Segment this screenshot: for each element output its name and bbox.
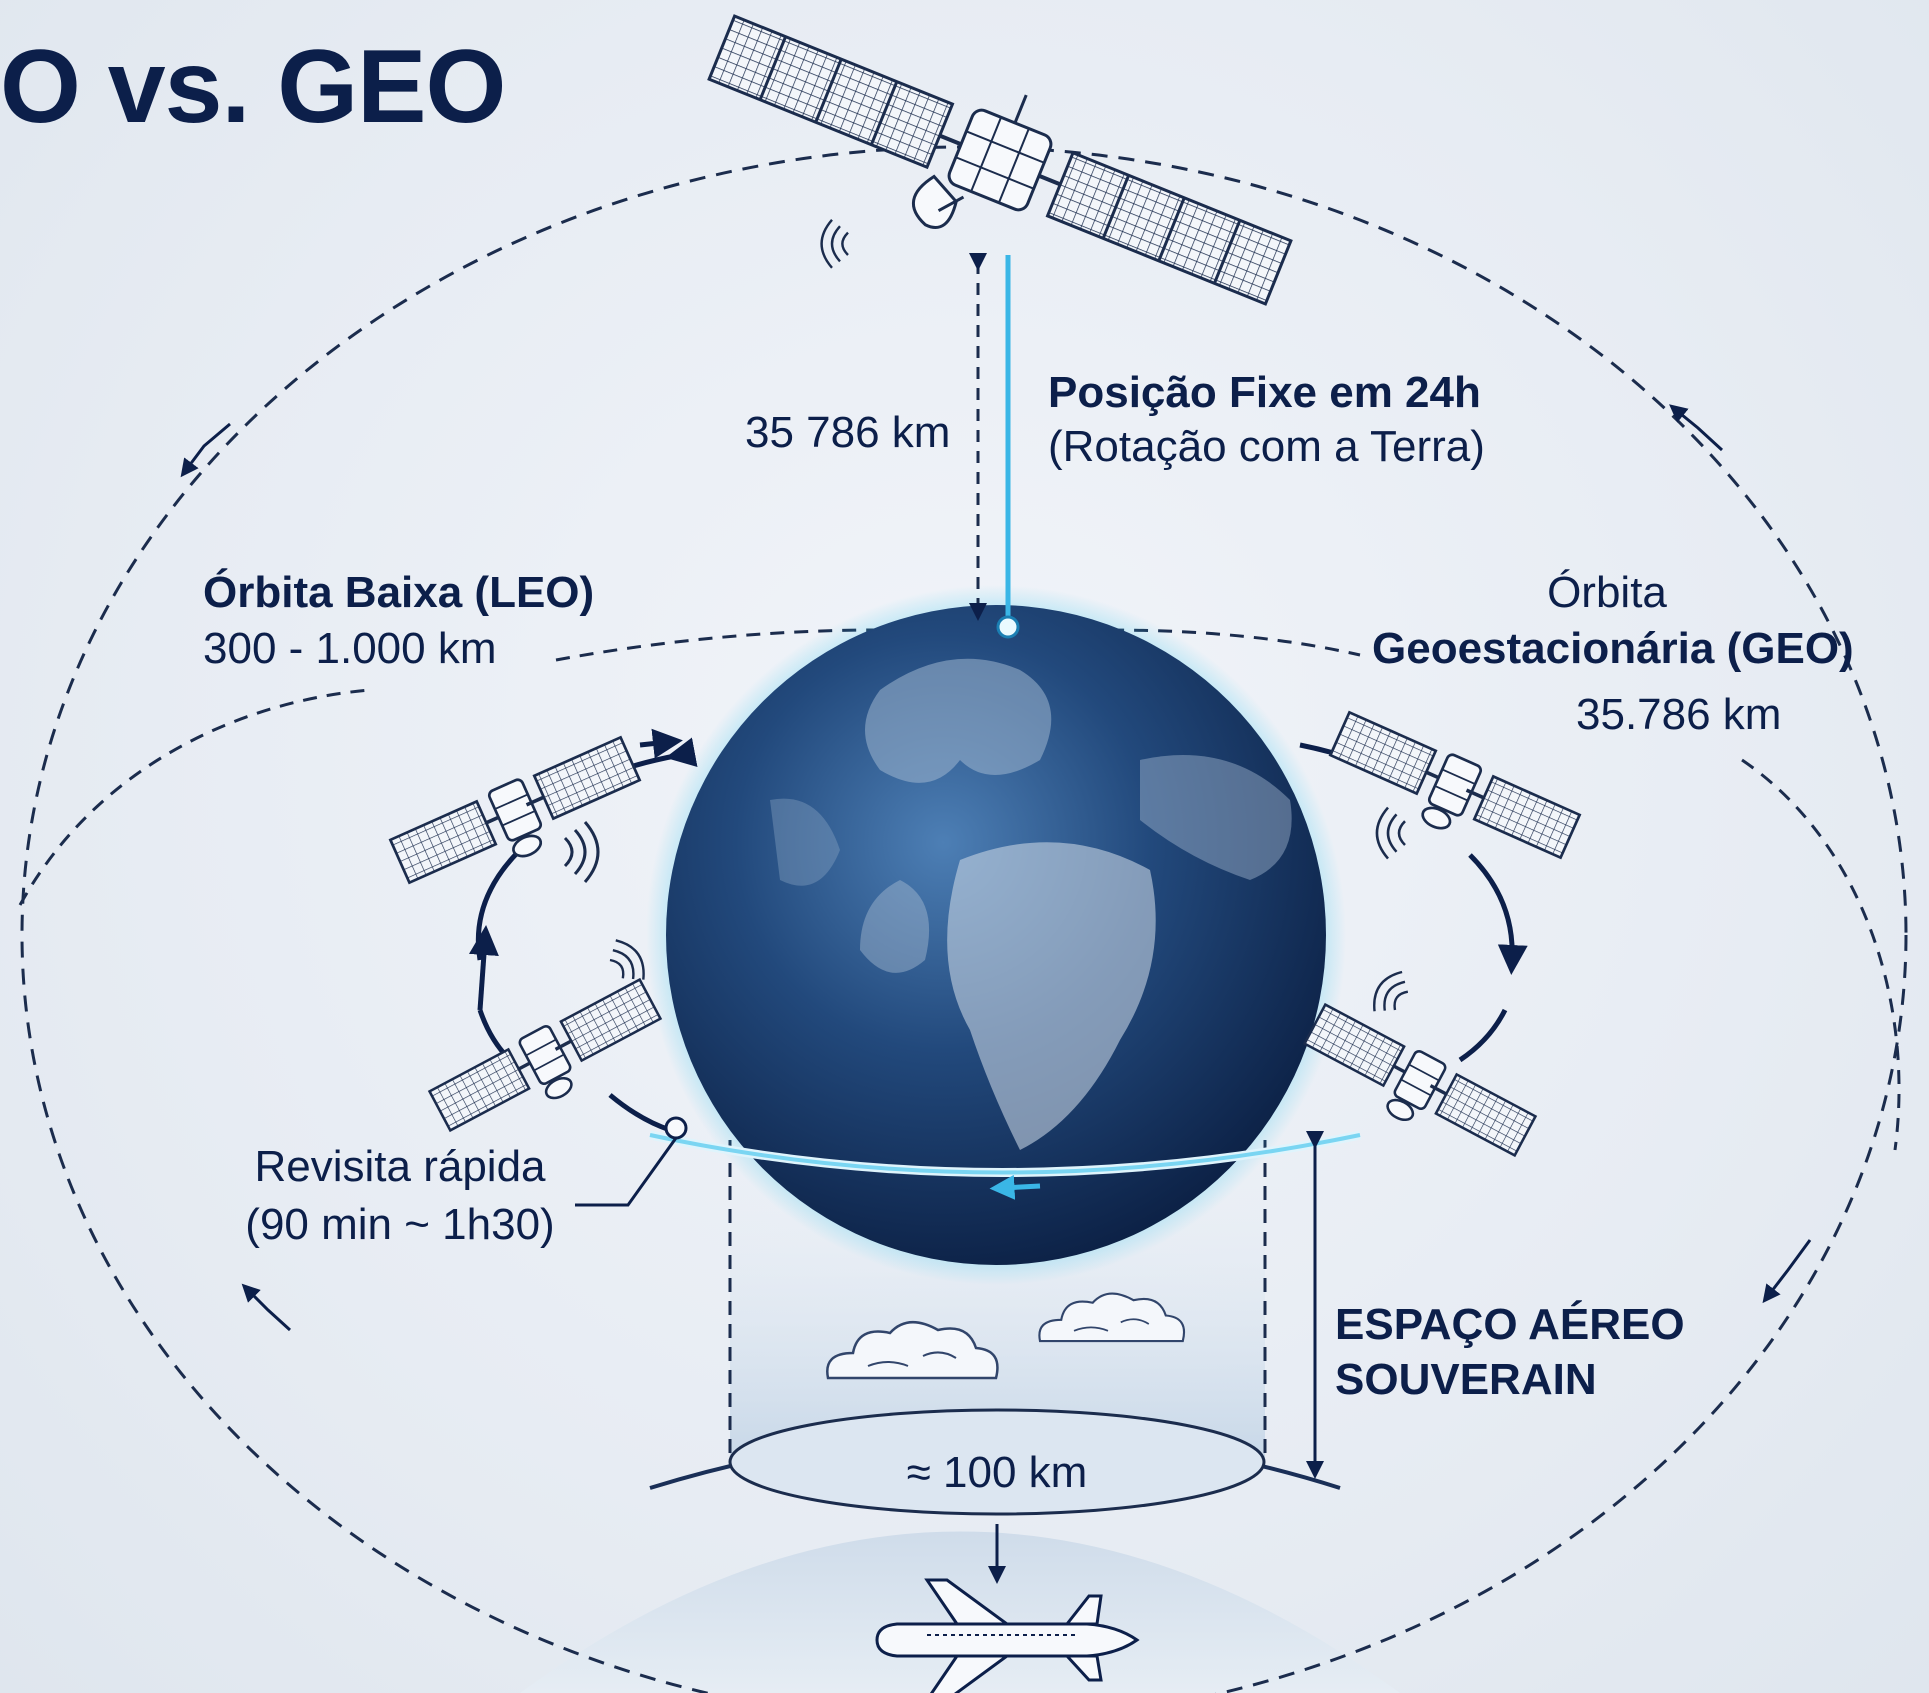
antenna-signal-icon: [563, 820, 600, 884]
geo-subpoint-marker: [996, 615, 1020, 639]
geo-right-dashed-orbit: [1741, 758, 1901, 1151]
airspace-label-line1: ESPAÇO AÉREO: [1335, 1300, 1685, 1349]
revisit-marker: [664, 1116, 688, 1140]
page-title: O vs. GEO: [0, 29, 506, 145]
leo-satellite-icon: [426, 974, 673, 1152]
revisit-leader: [575, 1137, 678, 1207]
antenna-signal-icon: [1364, 964, 1417, 1022]
airspace-height-label: ≈ 100 km: [906, 1448, 1088, 1497]
leo-range: 300 - 1.000 km: [203, 624, 497, 673]
leo-dashed-orbit: [18, 688, 371, 906]
geo-title-line2: Geoestacionária (GEO): [1372, 624, 1854, 673]
leo-orbit-ring-front: [649, 1133, 1361, 1175]
revisit-title: Revisita rápida: [254, 1142, 546, 1191]
airspace-disc: [728, 1408, 1266, 1516]
revisit-subtitle: (90 min ~ 1h30): [245, 1200, 555, 1249]
fixed-position-subtitle: (Rotação com a Terra): [1048, 422, 1485, 471]
airspace-label-line2: SOUVERAIN: [1335, 1355, 1597, 1404]
airplane-icon: [875, 1578, 1140, 1693]
geo-satellite-icon: [686, 0, 1307, 357]
antenna-signal-icon: [601, 933, 654, 991]
fixed-position-title: Posição Fixe em 24h: [1048, 368, 1481, 417]
geo-side-satellite-icon: [1292, 999, 1539, 1177]
leo-title: Órbita Baixa (LEO): [203, 568, 595, 617]
antenna-signal-icon: [820, 218, 850, 269]
antenna-signal-icon: [1375, 806, 1407, 860]
geo-distance-label: 35 786 km: [745, 408, 951, 457]
geo-title-line1: Órbita: [1547, 568, 1667, 617]
leo-satellite-icon: [387, 732, 651, 906]
geo-distance: 35.786 km: [1576, 690, 1782, 739]
geo-side-satellite-icon: [1319, 707, 1583, 881]
